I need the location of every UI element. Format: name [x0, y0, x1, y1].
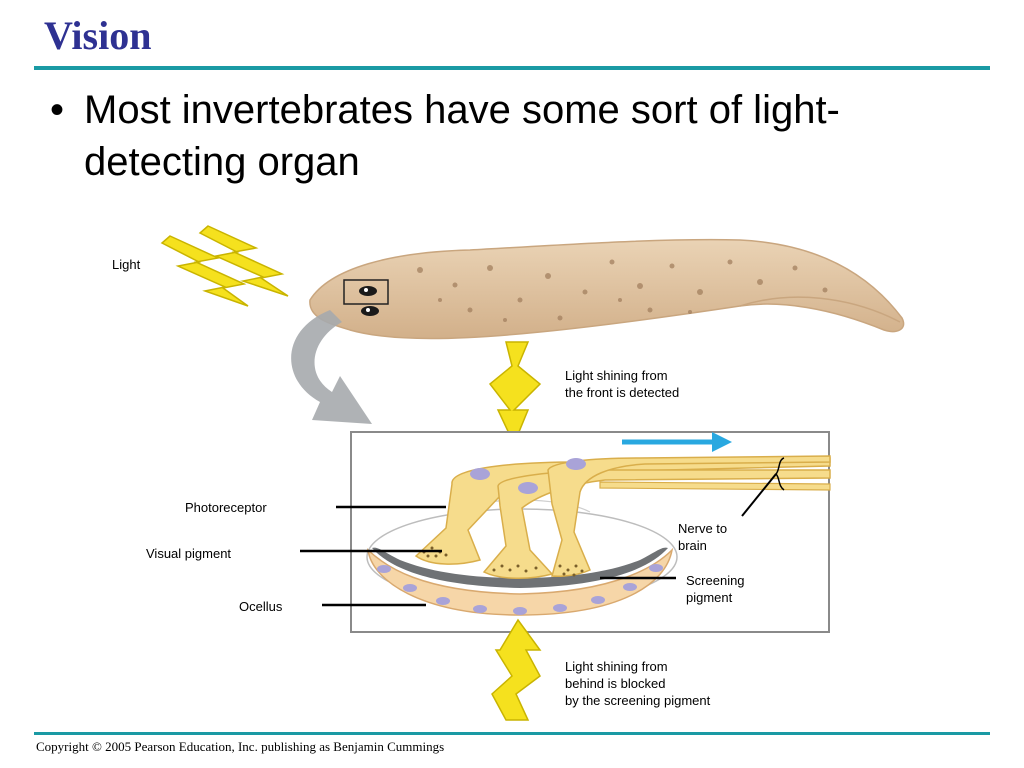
- photoreceptor-nucleus: [518, 482, 538, 494]
- label-screening-pigment: Screening pigment: [686, 573, 745, 605]
- photoreceptor-cells: [414, 455, 831, 580]
- bullet-marker: •: [50, 88, 65, 132]
- label-visual-pigment: Visual pigment: [146, 546, 232, 561]
- title-divider: [34, 66, 990, 70]
- bullet-text: Most invertebrates have some sort of lig…: [84, 88, 840, 184]
- light-bolt-front: [488, 341, 542, 446]
- label-light: Light: [112, 257, 141, 272]
- photoreceptor-nucleus: [566, 458, 586, 470]
- worm-speckles: [417, 259, 828, 322]
- flatworm: [309, 238, 905, 340]
- screening-pigment-layer: [372, 547, 668, 588]
- light-bolt-behind: [491, 618, 542, 721]
- eye-highlight-box: [343, 279, 389, 305]
- eyespot: [359, 286, 377, 296]
- label-nerve: Nerve to brain: [678, 521, 728, 553]
- light-rays: [160, 225, 289, 307]
- slide-title: Vision: [44, 13, 152, 58]
- footer-divider: [34, 732, 990, 735]
- bullet-point: • Most invertebrates have some sort of l…: [50, 84, 970, 188]
- copyright-footer: Copyright © 2005 Pearson Education, Inc.…: [36, 739, 445, 754]
- label-front-light: Light shining from the front is detected: [565, 368, 680, 400]
- label-behind-light: Light shining from behind is blocked by …: [565, 659, 711, 708]
- cup-cell-nuclei: [377, 564, 663, 615]
- label-photoreceptor: Photoreceptor: [185, 500, 267, 515]
- zoom-arrow: [291, 310, 372, 424]
- eyespot: [361, 306, 379, 316]
- nerve-leader: [741, 473, 777, 517]
- light-bolt: [198, 225, 289, 297]
- light-bolt: [160, 235, 249, 307]
- label-ocellus: Ocellus: [239, 599, 283, 614]
- photoreceptor-nucleus: [470, 468, 490, 480]
